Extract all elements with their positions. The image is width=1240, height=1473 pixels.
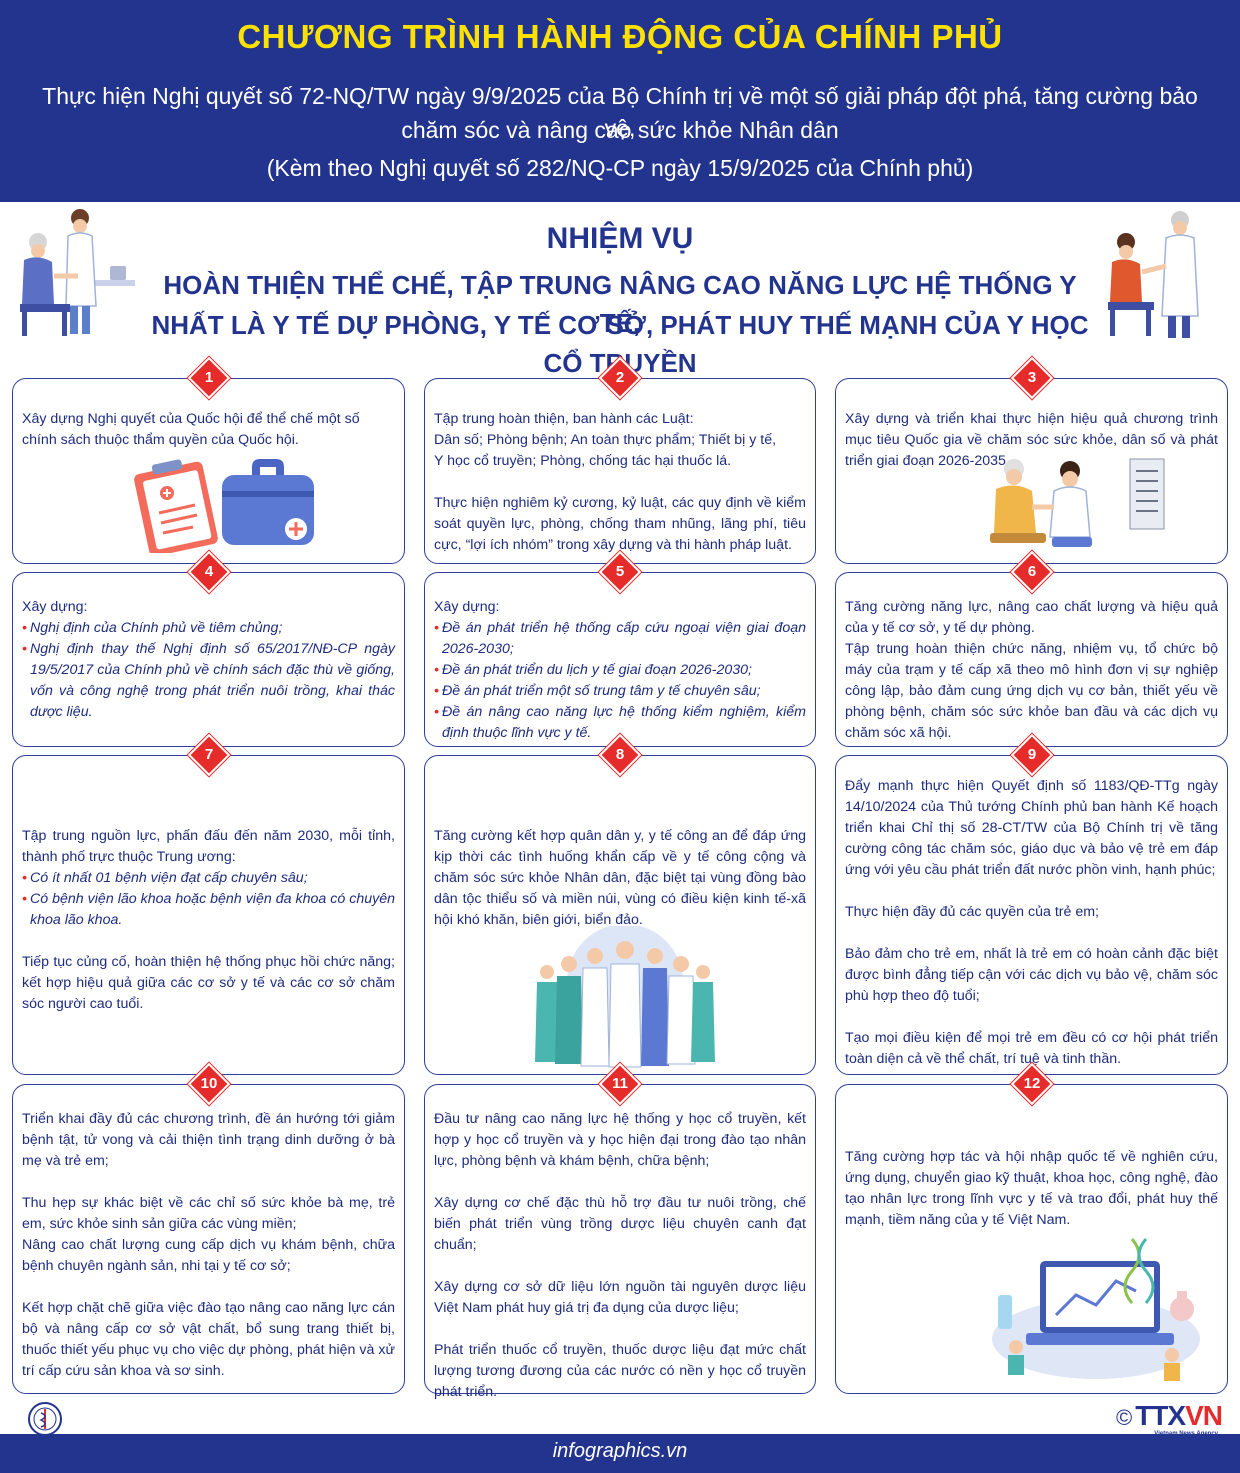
task-card-12: 12 Tăng cường hợp tác và hội nhập quốc t…: [835, 1062, 1228, 1394]
subtitle-line-2: chăm sóc và nâng cao sức khỏe Nhân dân: [401, 117, 839, 143]
subtitle-line-1: Thực hiện Nghị quyết số 72-NQ/TW ngày 9/…: [42, 83, 1198, 141]
task-text: Triển khai đầy đủ các chương trình, đề á…: [22, 1111, 395, 1379]
task-text: Xây dựng và triển khai thực hiện hiệu qu…: [845, 411, 1218, 469]
clipboard-icon: [134, 459, 218, 553]
task-card-8: 8 Tăng cường kết hợp quân dân y, y tế cô…: [424, 733, 816, 1075]
task-text: Đầu tư nâng cao năng lực hệ thống y học …: [434, 1111, 806, 1400]
task-text: Tập trung hoàn thiện, ban hành các Luật:…: [434, 411, 806, 553]
task-text: Tăng cường kết hợp quân dân y, y tế công…: [434, 828, 806, 928]
task-card-9: 9 Đẩy mạnh thực hiện Quyết định số 1183/…: [835, 733, 1228, 1075]
task-text: Xây dựng: Đề án phát triển hệ thống cấp …: [434, 597, 806, 744]
doctor-patient-icon: [1108, 211, 1199, 338]
footer: infographics.vn: [0, 1434, 1240, 1473]
task-card-6: 6 Tăng cường năng lực, nâng cao chất lượ…: [835, 550, 1228, 747]
subtitle-line-3: (Kèm theo Nghị quyết số 282/NQ-CP ngày 1…: [266, 155, 974, 181]
task-text: Tập trung nguồn lực, phấn đấu đến năm 20…: [22, 826, 395, 1015]
nurse-patient-icon: [20, 209, 135, 336]
lab-research-icon: [992, 1238, 1200, 1381]
mission-subtitle-1: HOÀN THIỆN THỂ CHẾ, TẬP TRUNG NÂNG CAO N…: [163, 270, 1077, 338]
site-url[interactable]: infographics.vn: [552, 1440, 688, 1462]
task-card-5: 5 Xây dựng: Đề án phát triển hệ thống cấ…: [424, 550, 816, 747]
content-area: NHIỆM VỤ HOÀN THIỆN THỂ CHẾ, TẬP TRUNG N…: [0, 202, 1240, 1437]
task-card-7: 7 Tập trung nguồn lực, phấn đấu đến năm …: [12, 733, 405, 1075]
mission-title: NHIỆM VỤ: [546, 222, 694, 255]
ttxvn-logo: ©TTXVN Vietnam News Agency: [1115, 1400, 1223, 1437]
task-text: Đẩy mạnh thực hiện Quyết định số 1183/QĐ…: [845, 778, 1218, 1067]
task-card-4: 4 Xây dựng: Nghị định của Chính phủ về t…: [12, 550, 405, 747]
task-text: Tăng cường hợp tác và hội nhập quốc tế v…: [845, 1149, 1218, 1228]
task-card-11: 11 Đầu tư nâng cao năng lực hệ thống y h…: [424, 1062, 816, 1400]
medical-bag-icon: [222, 459, 314, 545]
task-text: Tăng cường năng lực, nâng cao chất lượng…: [845, 599, 1218, 741]
medical-team-icon: [535, 926, 715, 1068]
elderly-care-icon: [990, 458, 1165, 547]
main-title: CHƯƠNG TRÌNH HÀNH ĐỘNG CỦA CHÍNH PHỦ: [237, 18, 1003, 55]
task-text: Xây dựng: Nghị định của Chính phủ về tiê…: [22, 597, 395, 723]
task-card-3: 3 Xây dựng và triển khai thực hiện hiệu …: [835, 356, 1228, 564]
ministry-logo-icon: [28, 1402, 62, 1436]
header: CHƯƠNG TRÌNH HÀNH ĐỘNG CỦA CHÍNH PHỦ Thự…: [0, 0, 1240, 202]
task-card-10: 10 Triển khai đầy đủ các chương trình, đ…: [12, 1062, 405, 1394]
task-text: Xây dựng Nghị quyết của Quốc hội để thể …: [22, 411, 360, 448]
task-card-2: 2 Tập trung hoàn thiện, ban hành các Luậ…: [424, 356, 816, 564]
task-card-1: 1 Xây dựng Nghị quyết của Quốc hội để th…: [12, 356, 405, 564]
